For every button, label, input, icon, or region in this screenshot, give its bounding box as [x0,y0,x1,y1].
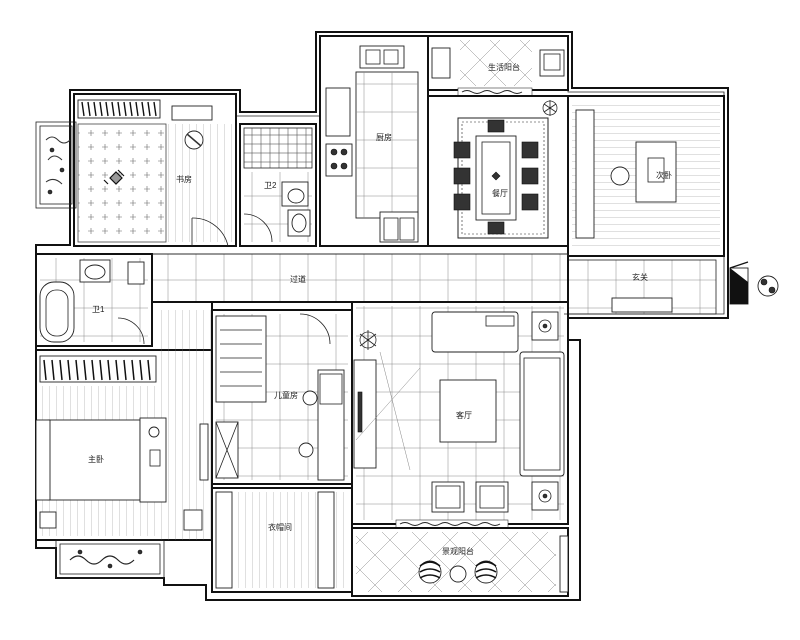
dining-chairs [453,119,539,235]
service-balcony-label: 生活阳台 [488,62,520,72]
study-label: 书房 [176,174,192,184]
kitchen-label: 厨房 [376,132,392,142]
cloakroom-label: 衣帽间 [268,522,292,532]
corridor: 过道 [151,253,569,303]
master-bedroom: 主卧 [35,310,213,541]
bathroom-second: 卫1 [35,253,153,347]
corridor-label: 过道 [290,274,306,284]
wardrobe-hangers [43,359,151,381]
child-room: 儿童房 [211,309,353,485]
planter-balcony-top-left [35,121,77,209]
dining-label: 餐厅 [492,189,508,198]
living-room-label: 客厅 [456,410,472,420]
child-room-label: 儿童房 [274,390,298,400]
second-bedroom-label: 次卧 [656,170,672,180]
foyer-label: 玄关 [632,272,648,282]
bathroom-master-label: 卫2 [264,181,277,190]
study-room: 书房 [73,93,237,247]
service-balcony: 生活阳台 [427,35,569,97]
planter-balcony-bottom-left [55,539,165,579]
cloakroom: 衣帽间 [211,487,353,593]
living-balcony-label: 景观阳台 [442,546,474,556]
partition-walls [151,253,569,592]
dining-area: 餐厅 [427,95,569,247]
kitchen: 厨房 [319,35,429,247]
bookshelf [81,101,157,117]
foyer: 玄关 [567,259,779,315]
bathroom-master: 卫2 [239,123,317,247]
master-bedroom-label: 主卧 [88,454,104,464]
bathroom-second-label: 卫1 [92,305,105,314]
second-bedroom: 次卧 [567,95,725,257]
living-balcony: 景观阳台 [351,527,569,597]
living-room: 客厅 [351,301,569,529]
